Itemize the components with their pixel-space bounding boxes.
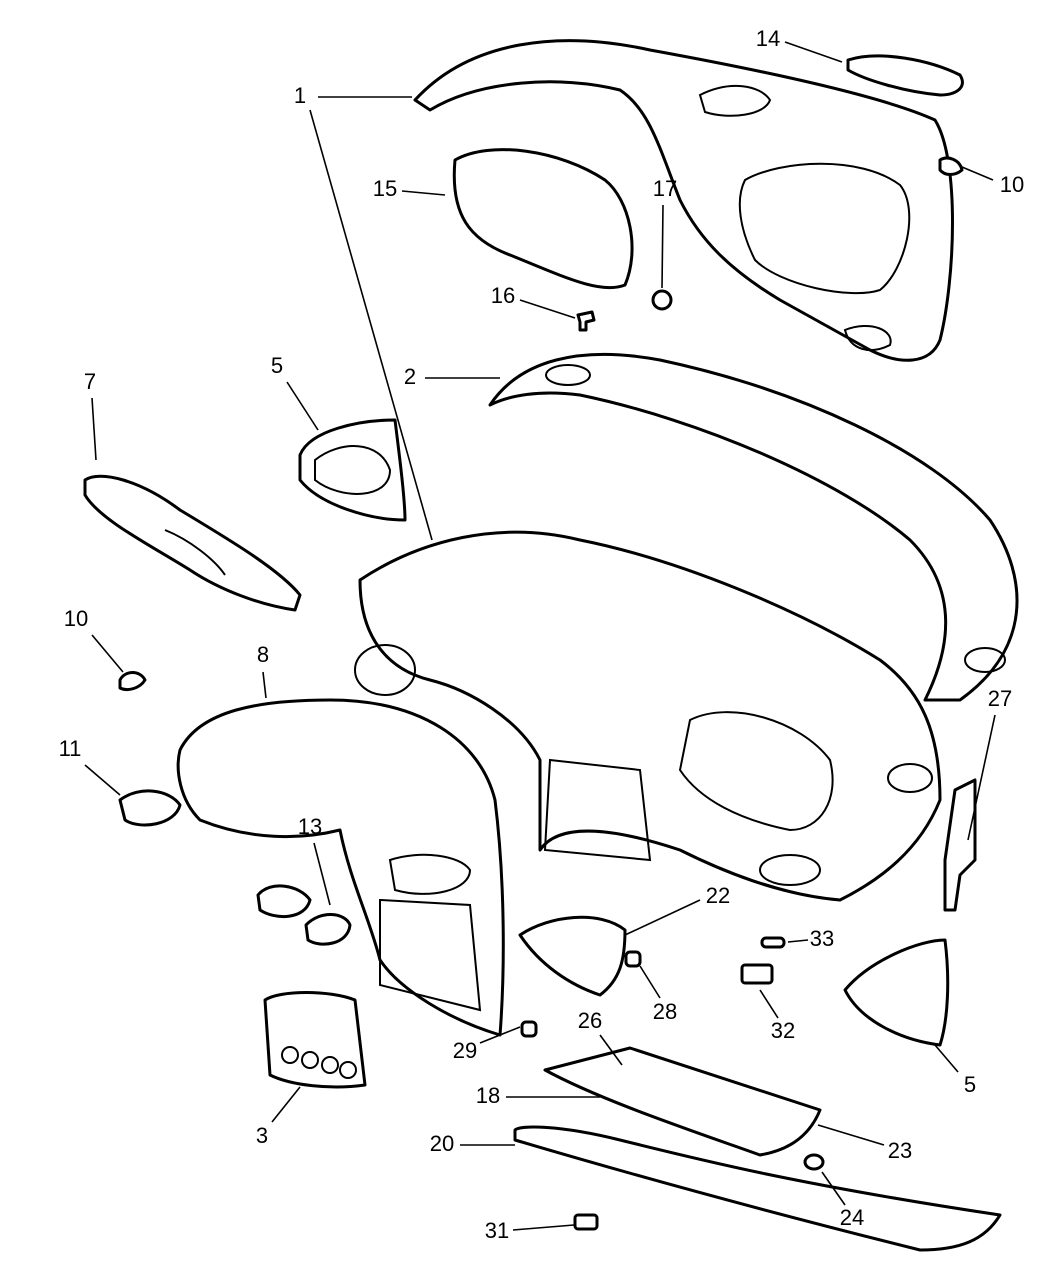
part-10-vent-left [118, 671, 147, 692]
callout-3: 3 [256, 1123, 268, 1148]
part-10-vent-right [938, 156, 964, 176]
callout-10: 10 [1000, 172, 1024, 197]
part-33-bulb [760, 936, 786, 949]
callout-8: 8 [257, 642, 269, 667]
callout-20: 20 [430, 1131, 454, 1156]
part-1-instrument-panel-top-cover [413, 39, 954, 362]
part-11-vent [118, 789, 182, 827]
part-2-panel-top-pad [488, 352, 1019, 702]
part-17-nut [651, 289, 673, 311]
callout-5: 5 [964, 1072, 976, 1097]
callout-24: 24 [840, 1205, 864, 1230]
part-32-switch [740, 963, 774, 985]
part-29-bulb [520, 1020, 538, 1038]
callout-31: 31 [485, 1218, 509, 1243]
part-20-glovebox-door [513, 1125, 1002, 1252]
part-3-center-bezel [263, 991, 367, 1089]
part-5-end-cap-left [298, 418, 407, 522]
callout-11: 11 [59, 736, 82, 761]
part-13-vents [256, 884, 352, 946]
callout-13: 13 [298, 814, 322, 839]
callout-15: 15 [373, 176, 397, 201]
part-8-cluster-bezel [176, 698, 505, 1037]
callout-2: 2 [404, 364, 416, 389]
part-panel-structure [354, 530, 942, 902]
part-16-screw [576, 310, 596, 332]
callout-23: 23 [888, 1138, 912, 1163]
part-24-bumper [803, 1153, 825, 1171]
callout-labels: 1 14 10 15 17 16 5 2 7 10 8 27 11 13 22 … [59, 26, 1025, 1243]
part-18-glovebox-bin [543, 1046, 822, 1157]
part-27-bracket [943, 778, 977, 912]
callout-26: 26 [578, 1008, 602, 1033]
callout-5: 5 [271, 353, 283, 378]
callout-18: 18 [476, 1083, 500, 1108]
callout-27: 27 [988, 686, 1012, 711]
callout-32: 32 [771, 1018, 795, 1043]
callout-28: 28 [653, 999, 677, 1024]
callout-22: 22 [706, 883, 730, 908]
leader-lines [84, 41, 996, 1231]
callout-14: 14 [756, 26, 780, 51]
part-5-end-cap-right [843, 938, 950, 1047]
part-14-defroster-grille [846, 54, 964, 97]
callout-29: 29 [453, 1038, 477, 1063]
callout-1: 1 [294, 83, 306, 108]
callout-33: 33 [810, 926, 834, 951]
part-28-bulb [624, 950, 642, 968]
part-22-ashtray [518, 915, 627, 997]
part-7-trim-bezel [83, 474, 302, 612]
callout-10: 10 [64, 606, 88, 631]
callout-16: 16 [491, 283, 515, 308]
callout-17: 17 [653, 176, 677, 201]
callout-7: 7 [84, 369, 96, 394]
part-31-latch [573, 1213, 599, 1231]
part-15-cluster-hood [452, 148, 634, 290]
